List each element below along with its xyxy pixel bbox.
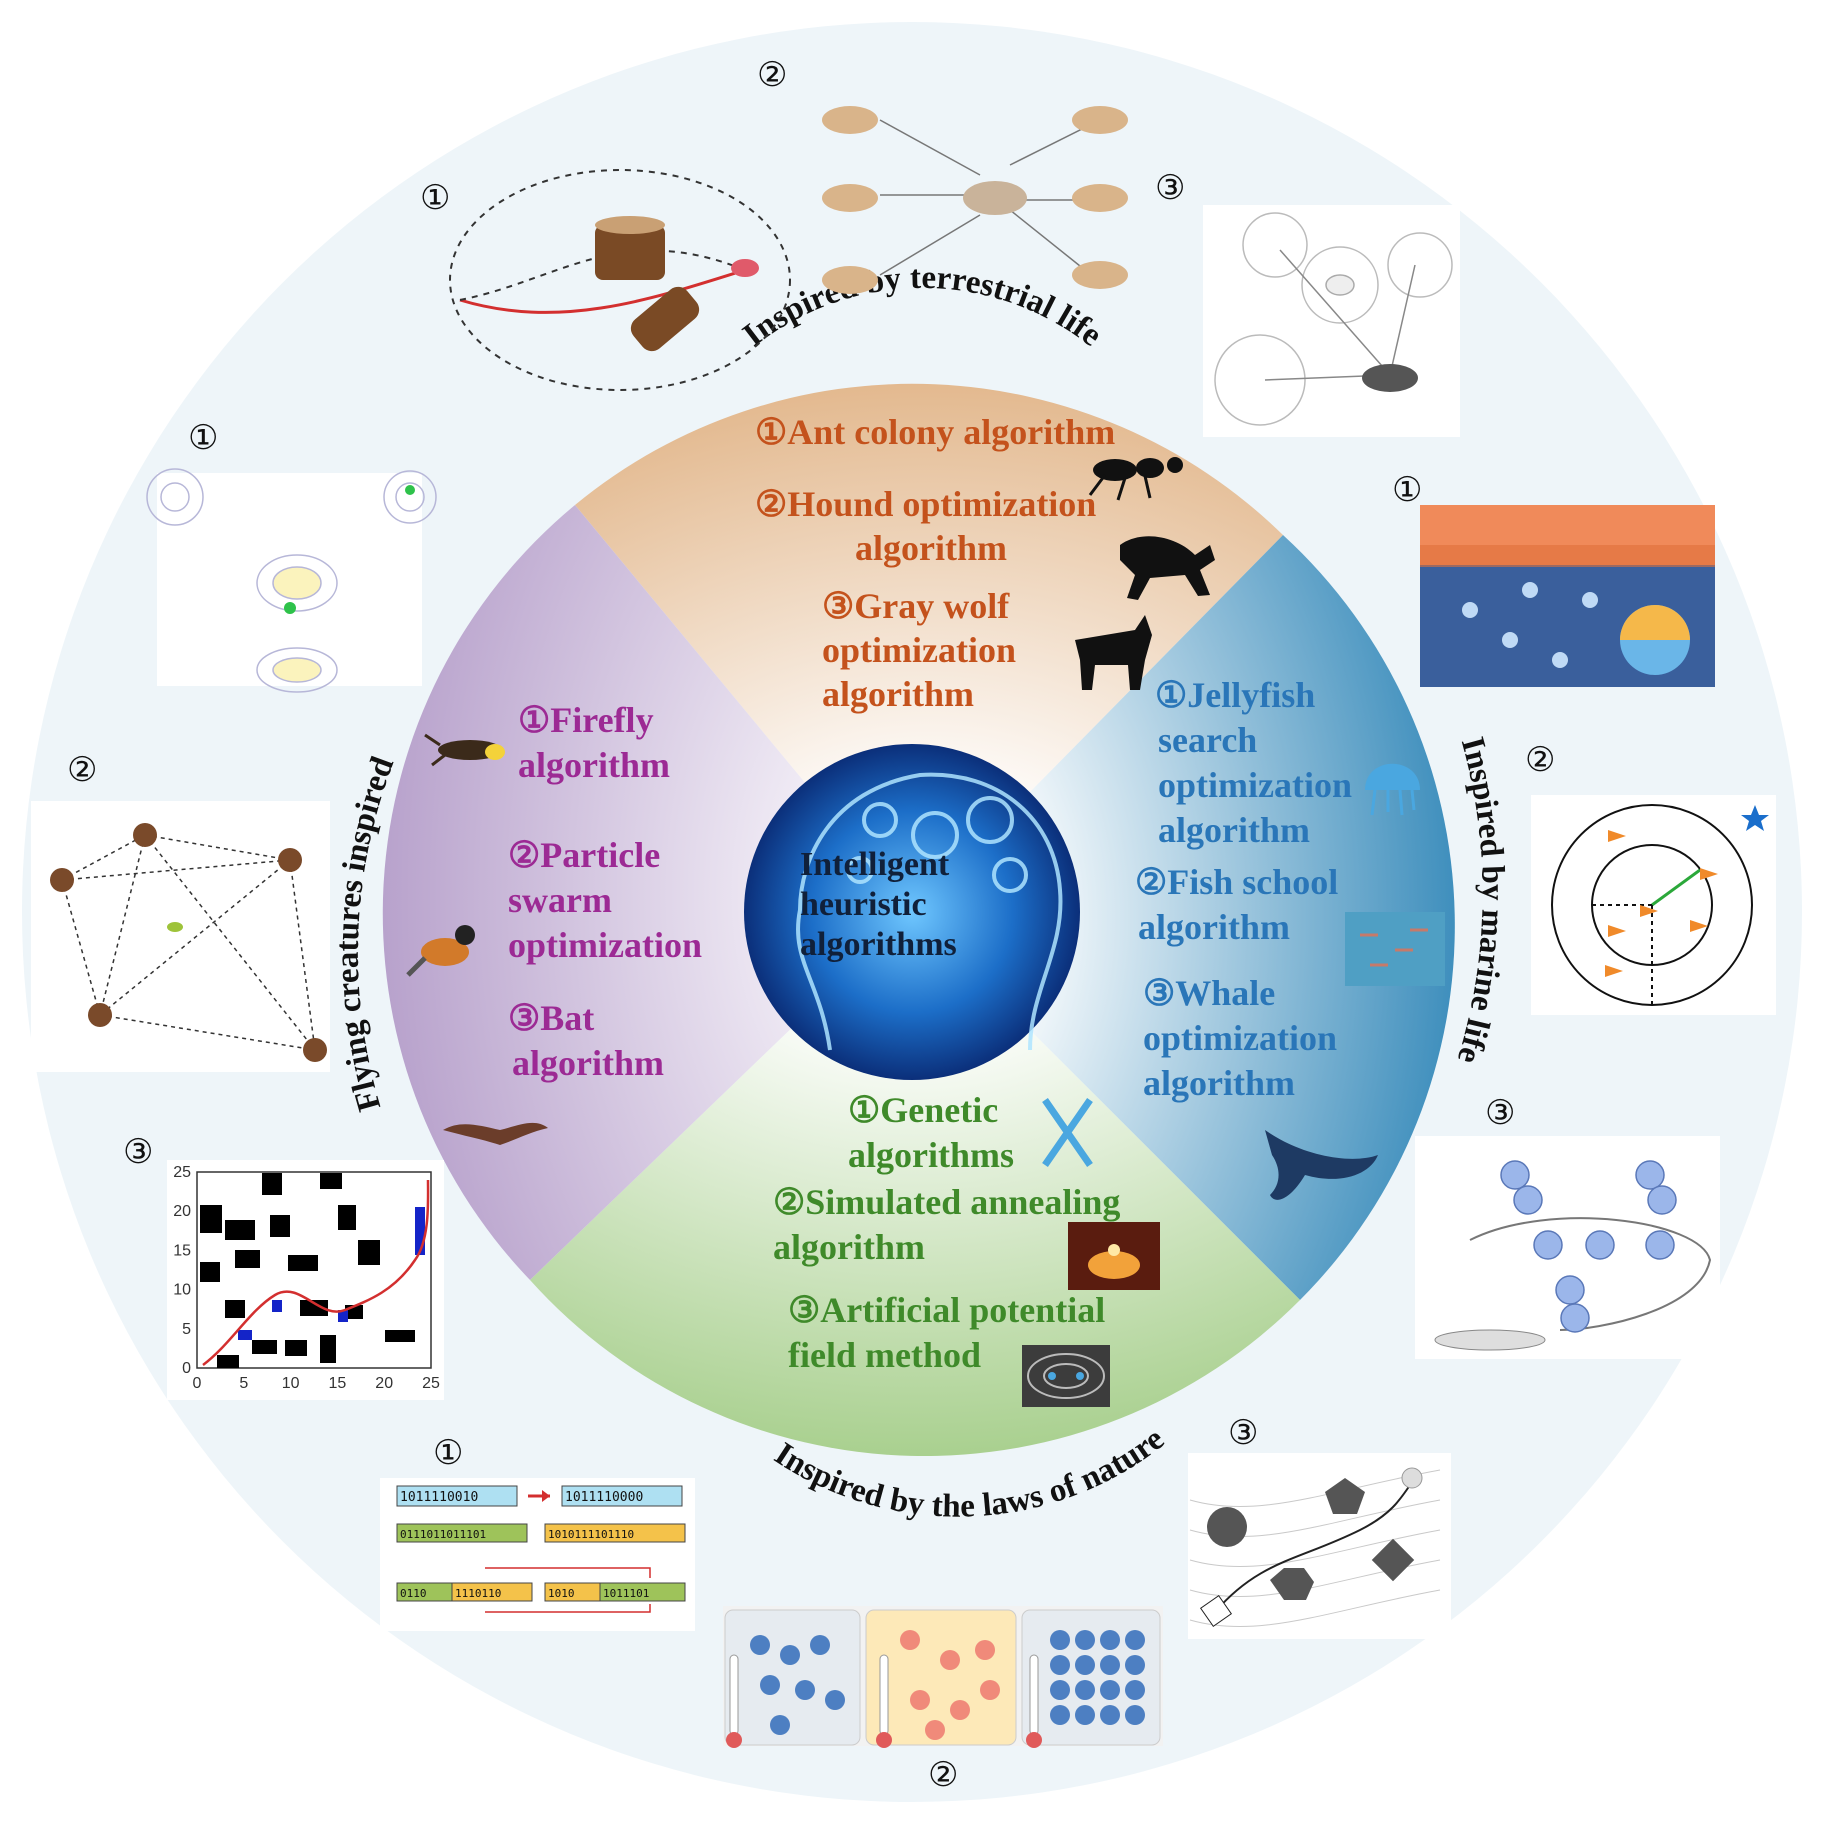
bat-grid-ytick: 15: [173, 1242, 191, 1259]
marker-genetic: ①: [433, 1433, 464, 1473]
nature-item-1: ①Genetic: [848, 1090, 999, 1130]
flying-item-1: ①Firefly: [518, 700, 654, 740]
brain-head-icon: [796, 772, 1063, 1051]
marine-item-1b: search: [1158, 720, 1258, 760]
thumb-hound: [822, 106, 1128, 294]
marker-fish-school: ②: [1525, 740, 1556, 780]
bits-row2b: 1010111101110: [548, 1528, 634, 1541]
marker-pso: ②: [67, 750, 98, 790]
thumb-wolf-content: [1214, 212, 1453, 426]
marker-jellyfish: ①: [1392, 470, 1423, 510]
dna-icon: [1042, 1098, 1093, 1167]
bat-grid-ytick: 10: [173, 1282, 191, 1299]
thumb-annealing: [723, 1606, 1163, 1748]
center-line-2: heuristic: [800, 886, 927, 924]
marker-potential-field: ③: [1228, 1413, 1259, 1453]
bits-row1b: 1011110000: [565, 1490, 643, 1505]
marker-annealing: ②: [928, 1755, 959, 1795]
terrestrial-item-3b: optimization: [822, 630, 1016, 670]
marker-hound: ②: [757, 55, 788, 95]
marker-whale: ③: [1485, 1093, 1516, 1133]
flying-item-3: ③Bat: [508, 998, 595, 1038]
nature-item-2b: algorithm: [773, 1227, 925, 1267]
thumb-pso: [31, 801, 330, 1072]
field-thumb: [1022, 1345, 1110, 1407]
ant-icon: [1088, 457, 1183, 501]
bat-icon: [443, 1122, 548, 1145]
bits-row2a: 0111011011101: [400, 1528, 486, 1541]
marine-item-2b: algorithm: [1138, 907, 1290, 947]
bits-row3b: 1110110: [455, 1587, 501, 1600]
thumb-ant-colony: [449, 169, 791, 391]
nature-item-3b: field method: [788, 1335, 981, 1375]
bat-grid-xtick: 0: [193, 1375, 202, 1392]
flying-item-2c: optimization: [508, 925, 702, 965]
flying-item-2: ②Particle: [508, 835, 661, 875]
fish-school-thumb: [1345, 912, 1445, 986]
thumb-wolf: [1203, 205, 1460, 437]
flying-item-2b: swarm: [508, 880, 612, 920]
terrestrial-item-2: ②Hound optimization: [755, 484, 1097, 524]
sector-marine: [912, 535, 1455, 1300]
terrestrial-item-3: ③Gray wolf: [822, 586, 1010, 626]
thumb-genetic-content: 1011110010 1011110000 0111011011101 1010…: [396, 1485, 686, 1613]
thumb-whale-content: [1434, 1160, 1712, 1351]
marker-ant: ①: [420, 178, 451, 218]
bat-grid-xtick: 5: [239, 1375, 248, 1392]
firefly-icon: [424, 733, 505, 767]
center-label: Intelligent heuristic algorithms: [800, 845, 1060, 965]
sector-group: [382, 383, 1455, 1457]
nature-item-2: ②Simulated annealing: [773, 1182, 1121, 1222]
bird-icon: [406, 925, 475, 977]
sector-flying: [382, 505, 912, 1280]
nature-item-3: ③Artificial potential: [788, 1290, 1106, 1330]
candle-thumb: [1068, 1222, 1160, 1290]
marine-item-3c: algorithm: [1143, 1063, 1295, 1103]
bat-grid-plot: 0 5 10 15 20 25 25 20 15 10 5 0: [173, 1164, 440, 1392]
whale-icon: [1265, 1130, 1378, 1200]
bat-grid-ytick: 0: [182, 1360, 191, 1377]
marine-item-1: ①Jellyfish: [1155, 675, 1316, 715]
bat-grid-ytick: 25: [173, 1164, 191, 1181]
nature-item-1b: algorithms: [848, 1135, 1014, 1175]
marker-firefly: ①: [188, 418, 219, 458]
bat-grid-xtick: 15: [329, 1375, 347, 1392]
flying-item-1b: algorithm: [518, 745, 670, 785]
bat-grid-ytick: 20: [173, 1203, 191, 1220]
sector-terrestrial: [575, 383, 1283, 913]
marine-item-3b: optimization: [1143, 1018, 1337, 1058]
thumb-potential-field-content: [1189, 1467, 1441, 1628]
hound-icon: [1120, 536, 1215, 600]
terrestrial-item-1: ①Ant colony algorithm: [755, 412, 1116, 452]
thumb-firefly-content: [146, 468, 437, 693]
bits-row3c: 1010: [548, 1587, 575, 1600]
bits-row3d: 1011101: [603, 1587, 649, 1600]
thumb-fish-school-content: [1551, 804, 1769, 1006]
sector-nature: [530, 912, 1300, 1457]
terrestrial-item-3c: algorithm: [822, 674, 974, 714]
bits-row3a: 0110: [400, 1587, 427, 1600]
marine-item-2: ②Fish school: [1135, 862, 1339, 902]
thumb-pso-content: [50, 823, 327, 1062]
marine-item-1d: algorithm: [1158, 810, 1310, 850]
marine-item-3: ③Whale: [1143, 973, 1276, 1013]
marine-item-1c: optimization: [1158, 765, 1352, 805]
marker-bat: ③: [123, 1132, 154, 1172]
flying-item-3b: algorithm: [512, 1043, 664, 1083]
terrestrial-item-2b: algorithm: [855, 528, 1007, 568]
bat-grid-xtick: 10: [282, 1375, 300, 1392]
bat-grid-ytick: 5: [182, 1321, 191, 1338]
jellyfish-icon: [1365, 763, 1420, 816]
thumb-jellyfish-content: [1420, 505, 1715, 675]
bat-grid-xtick: 20: [375, 1375, 393, 1392]
center-line-1: Intelligent: [800, 846, 950, 883]
wolf-icon: [1075, 615, 1152, 690]
marker-wolf: ③: [1155, 168, 1186, 208]
bits-row1a: 1011110010: [400, 1490, 478, 1505]
center-line-3: algorithms: [800, 926, 957, 964]
bat-grid-xtick: 25: [422, 1375, 440, 1392]
